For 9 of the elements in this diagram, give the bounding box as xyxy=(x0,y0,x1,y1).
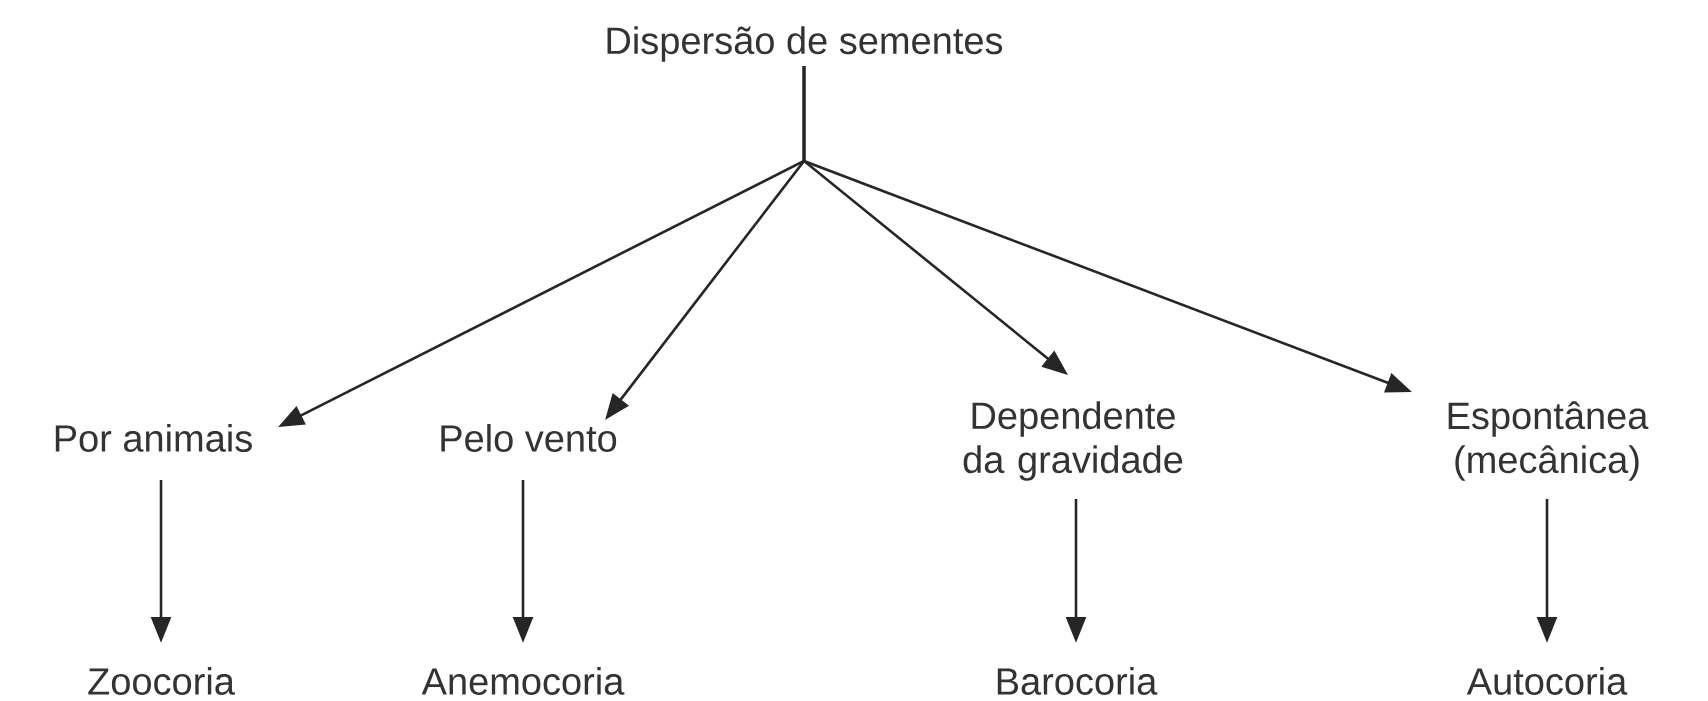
category-text: Por animais xyxy=(55,424,252,452)
heading-text: Dispersão de sementes xyxy=(607,26,1003,62)
term-text: Anemocoria xyxy=(421,667,625,695)
category-text: Pelo vento xyxy=(441,424,617,452)
category-text: Dependente da gravidade xyxy=(963,401,1183,481)
term-text: Barocoria xyxy=(997,667,1158,695)
category-text: Espontânea (mecânica) xyxy=(1448,401,1649,481)
term-text: Autocoria xyxy=(1466,667,1628,695)
term-text: Zoocoria xyxy=(88,667,235,695)
